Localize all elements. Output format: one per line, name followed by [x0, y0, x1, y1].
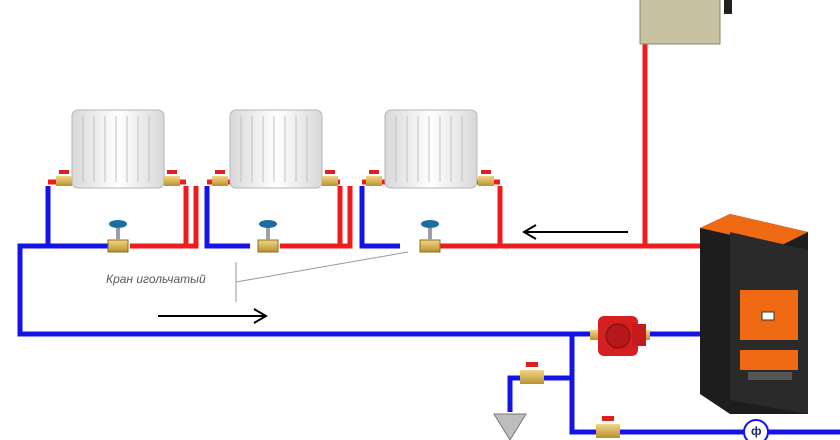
radiator-2: [229, 109, 323, 189]
flow-arrow-supply: [522, 224, 628, 240]
needle-valve-1: [107, 220, 129, 253]
circulation-pump: [590, 316, 650, 356]
radiator-3: [384, 109, 478, 189]
drain-symbol: [493, 413, 527, 440]
radiator-valves: [56, 170, 494, 186]
needle-valve-2: [257, 220, 279, 253]
expansion-tank: [639, 0, 732, 45]
filter-icon: ф: [751, 424, 762, 438]
drain-valve: [520, 362, 544, 384]
filter-circle: [743, 419, 769, 440]
needle-valve-leader: [235, 251, 409, 302]
flow-arrow-return: [158, 308, 268, 324]
solid-fuel-boiler: [700, 214, 808, 414]
needle-valve-3: [419, 220, 441, 253]
needle-valve-label: Кран игольчатый: [106, 272, 206, 286]
radiator-1: [71, 109, 165, 189]
filter-branch-valve: [596, 416, 620, 438]
